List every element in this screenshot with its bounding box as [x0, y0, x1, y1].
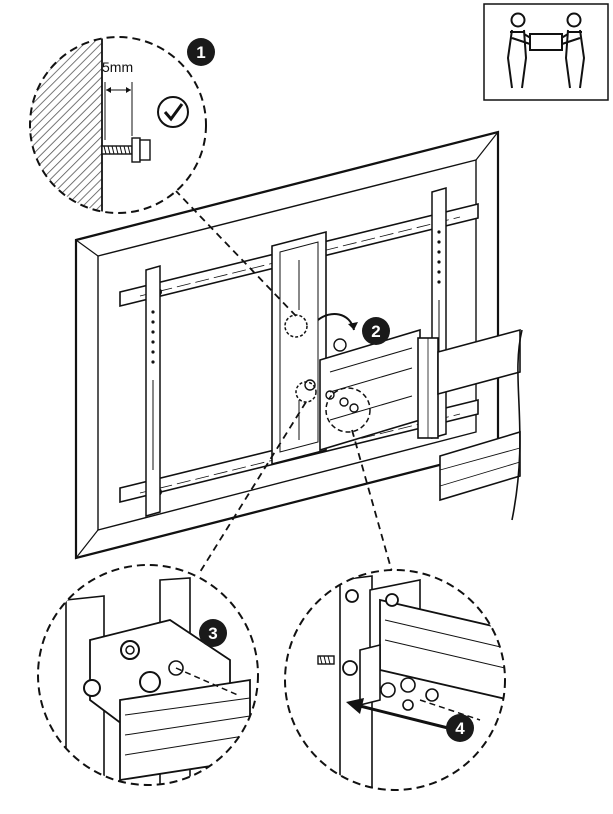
step-number-4: 4 [455, 719, 465, 738]
vertical-bracket-left [145, 265, 161, 517]
step-number-3: 3 [208, 624, 217, 643]
checkmark-icon [157, 96, 189, 128]
two-person-lift-icon [483, 3, 609, 101]
detail-circle-4 [284, 569, 506, 791]
detail-circle-1: 5mm [29, 36, 207, 214]
screw-icon [101, 137, 151, 163]
articulating-arm [304, 328, 523, 521]
step-badge-4: 4 [446, 714, 474, 742]
detail-circle-3 [37, 564, 259, 786]
insert-arrow-icon [346, 698, 449, 730]
wall-plate [271, 230, 327, 466]
step-number-2: 2 [371, 322, 380, 341]
leader-lines [174, 189, 393, 573]
dimension-label: 5mm [102, 59, 133, 75]
step-badge-3: 3 [199, 619, 227, 647]
step-badge-1: 1 [187, 38, 215, 66]
step-number-1: 1 [196, 43, 205, 62]
step-badge-2: 2 [362, 317, 390, 345]
step-4-target-ring [325, 387, 371, 433]
